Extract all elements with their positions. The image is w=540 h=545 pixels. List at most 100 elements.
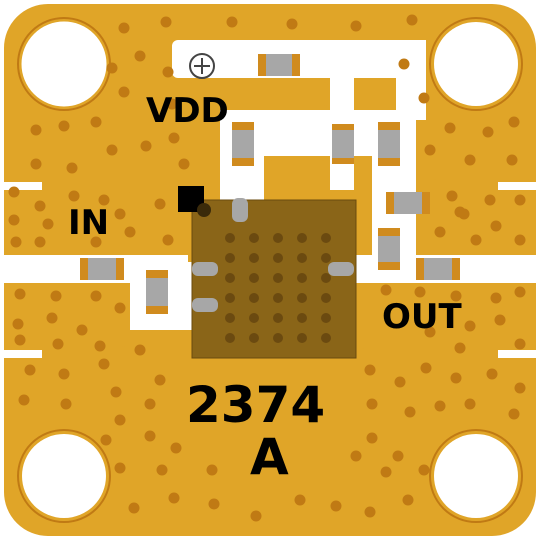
chip-pads <box>192 198 354 312</box>
crossed-circle-icon <box>189 53 215 79</box>
via-dot <box>34 236 46 248</box>
via-dot <box>482 126 494 138</box>
via-dot <box>42 218 54 230</box>
via-dot <box>162 234 174 246</box>
via-dot <box>46 312 58 324</box>
via-dot <box>434 226 446 238</box>
via-dot <box>30 158 42 170</box>
via-dot <box>76 324 88 336</box>
via-dot <box>450 372 462 384</box>
via-dot <box>420 362 432 374</box>
thermal-via <box>249 253 259 263</box>
component-vdd-left <box>232 122 254 166</box>
vdd-label: VDD <box>146 91 229 131</box>
via-dot <box>366 432 378 444</box>
via-dot <box>24 364 36 376</box>
via-dot <box>90 116 102 128</box>
via-dot <box>90 236 102 248</box>
via-dot <box>366 398 378 410</box>
via-dot <box>484 194 496 206</box>
via-dot <box>118 86 130 98</box>
via-dot <box>52 338 64 350</box>
via-dot <box>114 208 126 220</box>
via-dot <box>494 314 506 326</box>
via-dot <box>34 200 46 212</box>
via-dot <box>464 154 476 166</box>
via-dot <box>98 358 110 370</box>
chip-thermal-vias <box>225 233 331 343</box>
thermal-via <box>225 253 235 263</box>
component-in-shunt <box>146 270 168 314</box>
thermal-via <box>321 333 331 343</box>
via-dot <box>444 122 456 134</box>
via-dot <box>170 442 182 454</box>
via-dot <box>14 288 26 300</box>
via-dot <box>380 466 392 478</box>
via-dot <box>18 394 30 406</box>
mounting-hole-top-right <box>434 22 518 106</box>
revision-label: A <box>250 428 289 486</box>
via-dot <box>364 364 376 376</box>
via-dot <box>144 398 156 410</box>
via-dot <box>156 464 168 476</box>
via-dot <box>490 220 502 232</box>
thermal-via <box>225 293 235 303</box>
via-dot <box>110 386 122 398</box>
via-dot <box>404 406 416 418</box>
via-dot <box>166 98 178 110</box>
via-dot <box>454 206 466 218</box>
via-dot <box>392 450 404 462</box>
via-dot <box>446 190 458 202</box>
thermal-via <box>273 333 283 343</box>
via-dot <box>514 234 526 246</box>
thermal-via <box>297 233 307 243</box>
via-dot <box>128 502 140 514</box>
via-dot <box>134 50 146 62</box>
mounting-hole-bottom-right <box>434 434 518 518</box>
via-dot <box>98 194 110 206</box>
via-dot <box>168 492 180 504</box>
thermal-via <box>225 233 235 243</box>
via-dot <box>178 158 190 170</box>
thermal-via <box>321 273 331 283</box>
thermal-via <box>273 253 283 263</box>
via-dot <box>226 16 238 28</box>
via-dot <box>464 398 476 410</box>
thermal-via <box>225 313 235 323</box>
component-vdd-right <box>378 122 400 166</box>
via-dot <box>118 22 130 34</box>
mounting-holes <box>17 17 523 523</box>
via-dot <box>160 16 172 28</box>
via-dot <box>486 368 498 380</box>
via-dot <box>398 58 410 70</box>
via-dot <box>8 186 20 198</box>
thermal-via <box>273 233 283 243</box>
via-dots <box>8 14 526 522</box>
via-dot <box>66 162 78 174</box>
via-dot <box>286 18 298 30</box>
thermal-via <box>273 313 283 323</box>
via-dot <box>434 400 446 412</box>
pin1-dot <box>197 203 211 217</box>
via-dot <box>454 342 466 354</box>
smd-components <box>80 54 460 314</box>
via-dot <box>208 498 220 510</box>
output-label: OUT <box>382 297 463 337</box>
via-dot <box>418 464 430 476</box>
thermal-via <box>249 233 259 243</box>
via-dot <box>106 144 118 156</box>
via-dot <box>418 92 430 104</box>
via-dot <box>294 494 306 506</box>
thermal-via <box>297 313 307 323</box>
mounting-hole-top-left <box>21 21 107 107</box>
component-in-series <box>80 258 124 280</box>
via-dot <box>114 414 126 426</box>
thermal-via <box>321 253 331 263</box>
component-out-shunt <box>378 228 400 270</box>
thermal-via <box>225 333 235 343</box>
via-dot <box>60 398 72 410</box>
thermal-via <box>225 273 235 283</box>
component-out-bias-horizontal <box>386 192 430 214</box>
via-dot <box>450 290 462 302</box>
